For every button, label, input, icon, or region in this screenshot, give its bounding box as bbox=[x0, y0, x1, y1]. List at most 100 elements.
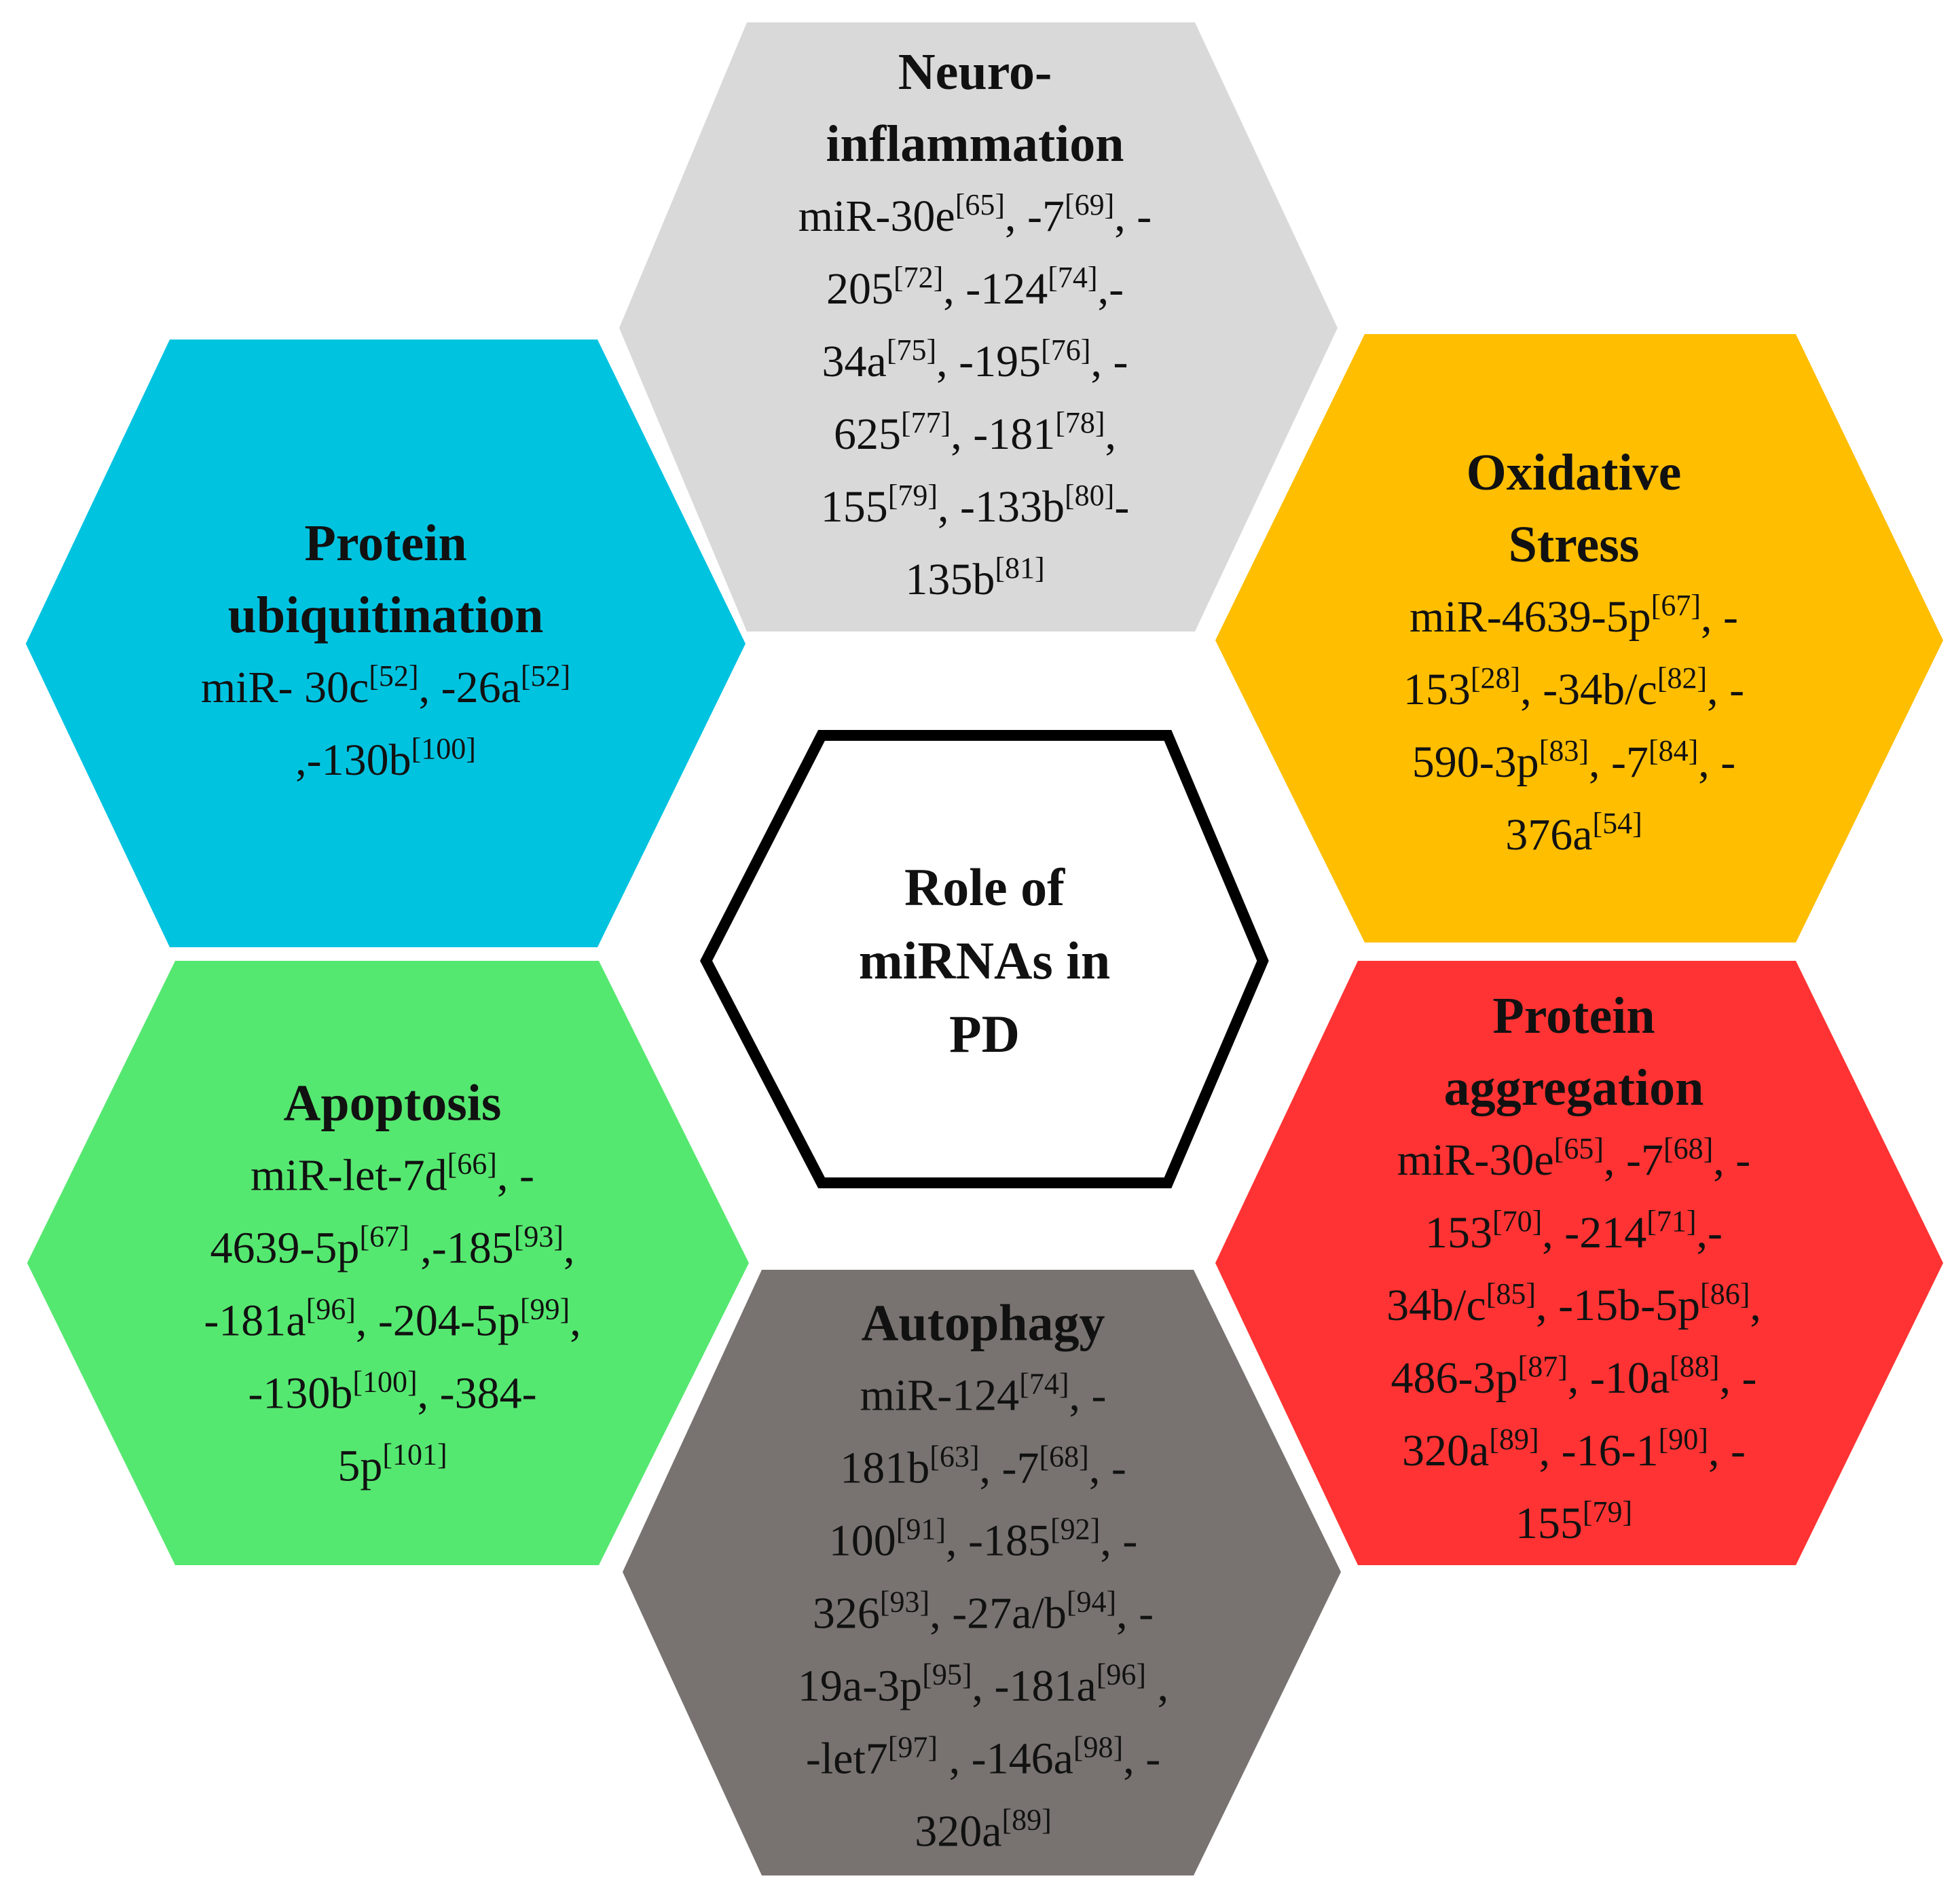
citation-ref: [71] bbox=[1646, 1205, 1697, 1238]
citation-ref: [92] bbox=[1050, 1512, 1101, 1546]
body-line: 326[93], -27a/b[94], - bbox=[812, 1585, 1154, 1638]
center-hexagon-outline bbox=[699, 730, 1269, 1188]
citation-ref: [89] bbox=[1001, 1803, 1052, 1837]
citation-ref: [74] bbox=[1048, 261, 1098, 294]
citation-ref: [67] bbox=[359, 1220, 409, 1253]
citation-ref: [68] bbox=[1039, 1440, 1089, 1473]
hex-neuroinflammation-title: Neuro- inflammation bbox=[798, 36, 1152, 180]
citation-ref: [82] bbox=[1657, 661, 1708, 695]
citation-ref: [79] bbox=[1582, 1495, 1633, 1528]
hex-oxidative-stress-title: Oxidative Stress bbox=[1403, 437, 1744, 581]
citation-ref: [101] bbox=[382, 1438, 447, 1471]
body-line: miR- 30c[52], -26a[52] bbox=[200, 659, 571, 713]
title-line: Oxidative bbox=[1466, 444, 1682, 501]
body-line: 205[72], -124[74],- bbox=[826, 261, 1124, 314]
hex-oxidative-stress-text: Oxidative Stress miR-4639-5p[67], - 153[… bbox=[1403, 437, 1744, 871]
citation-ref: [88] bbox=[1670, 1350, 1720, 1383]
hex-protein-ubiquitination-title: Protein ubiquitination bbox=[201, 507, 570, 651]
body-line: 135b[81] bbox=[905, 551, 1045, 605]
citation-ref: [52] bbox=[369, 659, 419, 693]
citation-ref: [52] bbox=[520, 659, 571, 693]
citation-ref: [80] bbox=[1065, 479, 1115, 512]
hex-apoptosis-title: Apoptosis bbox=[204, 1067, 581, 1139]
citation-ref: [93] bbox=[513, 1220, 564, 1253]
citation-ref: [91] bbox=[896, 1512, 946, 1546]
hex-protein-aggregation-text: Protein aggregation miR-30e[65], -7[68],… bbox=[1386, 980, 1761, 1560]
body-line: miR-30e[65], -7[68], - bbox=[1397, 1132, 1751, 1186]
body-line: ,-130b[100] bbox=[295, 732, 476, 786]
citation-ref: [77] bbox=[900, 406, 951, 439]
citation-ref: [69] bbox=[1064, 188, 1115, 221]
body-line: 4639-5p[67] ,-185[93], bbox=[210, 1220, 575, 1273]
title-line: Neuro- bbox=[898, 43, 1052, 100]
body-line: miR-4639-5p[67], - bbox=[1410, 589, 1738, 642]
citation-ref: [74] bbox=[1019, 1367, 1069, 1401]
body-line: 625[77], -181[78], bbox=[833, 406, 1117, 460]
hex-protein-aggregation-shape bbox=[1215, 961, 1943, 1565]
body-line: -let7[97] , -146a[98], - bbox=[805, 1730, 1161, 1784]
hex-autophagy-body: miR-124[74], - 181b[63], -7[68], - 100[9… bbox=[798, 1359, 1168, 1868]
citation-ref: [68] bbox=[1663, 1132, 1714, 1165]
citation-ref: [84] bbox=[1648, 734, 1699, 767]
citation-ref: [79] bbox=[887, 479, 938, 512]
body-line: miR-let-7d[66], - bbox=[251, 1147, 534, 1201]
citation-ref: [86] bbox=[1700, 1277, 1750, 1311]
body-line: 590-3p[83], -7[84], - bbox=[1412, 734, 1736, 788]
hex-neuroinflammation-body: miR-30e[65], -7[69], - 205[72], -124[74]… bbox=[798, 180, 1152, 616]
title-line: Stress bbox=[1508, 516, 1640, 573]
title-line: inflammation bbox=[826, 115, 1124, 172]
citation-ref: [96] bbox=[1096, 1658, 1147, 1691]
title-line: ubiquitination bbox=[227, 587, 544, 644]
citation-ref: [97] bbox=[887, 1730, 938, 1764]
title-line: Autophagy bbox=[861, 1294, 1105, 1352]
citation-ref: [93] bbox=[879, 1585, 930, 1619]
body-line: -181a[96], -204-5p[99], bbox=[204, 1292, 581, 1346]
hex-oxidative-stress-shape bbox=[1215, 334, 1943, 942]
hex-neuroinflammation-shape bbox=[619, 22, 1338, 631]
center-title-line: PD bbox=[949, 1004, 1020, 1063]
citation-ref: [76] bbox=[1041, 333, 1091, 367]
hex-protein-ubiquitination-shape bbox=[26, 340, 745, 947]
hex-autophagy-text: Autophagy miR-124[74], - 181b[63], -7[68… bbox=[798, 1287, 1168, 1868]
citation-ref: [94] bbox=[1066, 1585, 1117, 1619]
citation-ref: [70] bbox=[1492, 1205, 1543, 1238]
hex-apoptosis-shape bbox=[27, 961, 749, 1565]
body-line: 376a[54] bbox=[1505, 807, 1642, 860]
title-line: Protein bbox=[1492, 987, 1655, 1044]
citation-ref: [99] bbox=[519, 1292, 570, 1326]
citation-ref: [95] bbox=[922, 1658, 972, 1691]
citation-ref: [78] bbox=[1055, 406, 1105, 439]
center-title-line: Role of bbox=[904, 858, 1065, 917]
center-title-line: miRNAs in bbox=[858, 931, 1111, 990]
body-line: miR-30e[65], -7[69], - bbox=[798, 188, 1152, 242]
body-line: -130b[100], -384- bbox=[248, 1365, 537, 1418]
hex-neuroinflammation-text: Neuro- inflammation miR-30e[65], -7[69],… bbox=[798, 36, 1152, 616]
body-line: 181b[63], -7[68], - bbox=[840, 1440, 1126, 1493]
hex-protein-ubiquitination-body: miR- 30c[52], -26a[52] ,-130b[100] bbox=[201, 651, 570, 797]
citation-ref: [63] bbox=[929, 1440, 980, 1473]
body-line: 34b/c[85], -15b-5p[86], bbox=[1386, 1277, 1761, 1331]
body-line: 155[79], -133b[80]- bbox=[820, 479, 1130, 532]
title-line: Apoptosis bbox=[283, 1074, 502, 1132]
citation-ref: [66] bbox=[447, 1147, 497, 1181]
citation-ref: [65] bbox=[1553, 1132, 1604, 1165]
citation-ref: [81] bbox=[995, 551, 1045, 585]
citation-ref: [28] bbox=[1470, 661, 1521, 695]
hex-protein-ubiquitination-text: Protein ubiquitination miR- 30c[52], -26… bbox=[201, 507, 570, 797]
hex-apoptosis-body: miR-let-7d[66], - 4639-5p[67] ,-185[93],… bbox=[204, 1139, 581, 1503]
center-title: Role of miRNAs in PD bbox=[859, 851, 1111, 1071]
citation-ref: [98] bbox=[1073, 1730, 1124, 1764]
citation-ref: [65] bbox=[955, 188, 1005, 221]
citation-ref: [90] bbox=[1658, 1423, 1708, 1456]
citation-ref: [100] bbox=[352, 1365, 418, 1399]
body-line: 320a[89], -16-1[90], - bbox=[1402, 1423, 1746, 1476]
citation-ref: [75] bbox=[886, 333, 937, 367]
body-line: 153[70], -214[71],- bbox=[1424, 1205, 1723, 1258]
hex-protein-aggregation-body: miR-30e[65], -7[68], - 153[70], -214[71]… bbox=[1386, 1124, 1761, 1560]
citation-ref: [87] bbox=[1517, 1350, 1568, 1383]
body-line: 5p[101] bbox=[337, 1438, 447, 1491]
body-line: 100[91], -185[92], - bbox=[828, 1512, 1138, 1566]
body-line: 320a[89] bbox=[915, 1803, 1052, 1856]
citation-ref: [89] bbox=[1489, 1423, 1539, 1456]
